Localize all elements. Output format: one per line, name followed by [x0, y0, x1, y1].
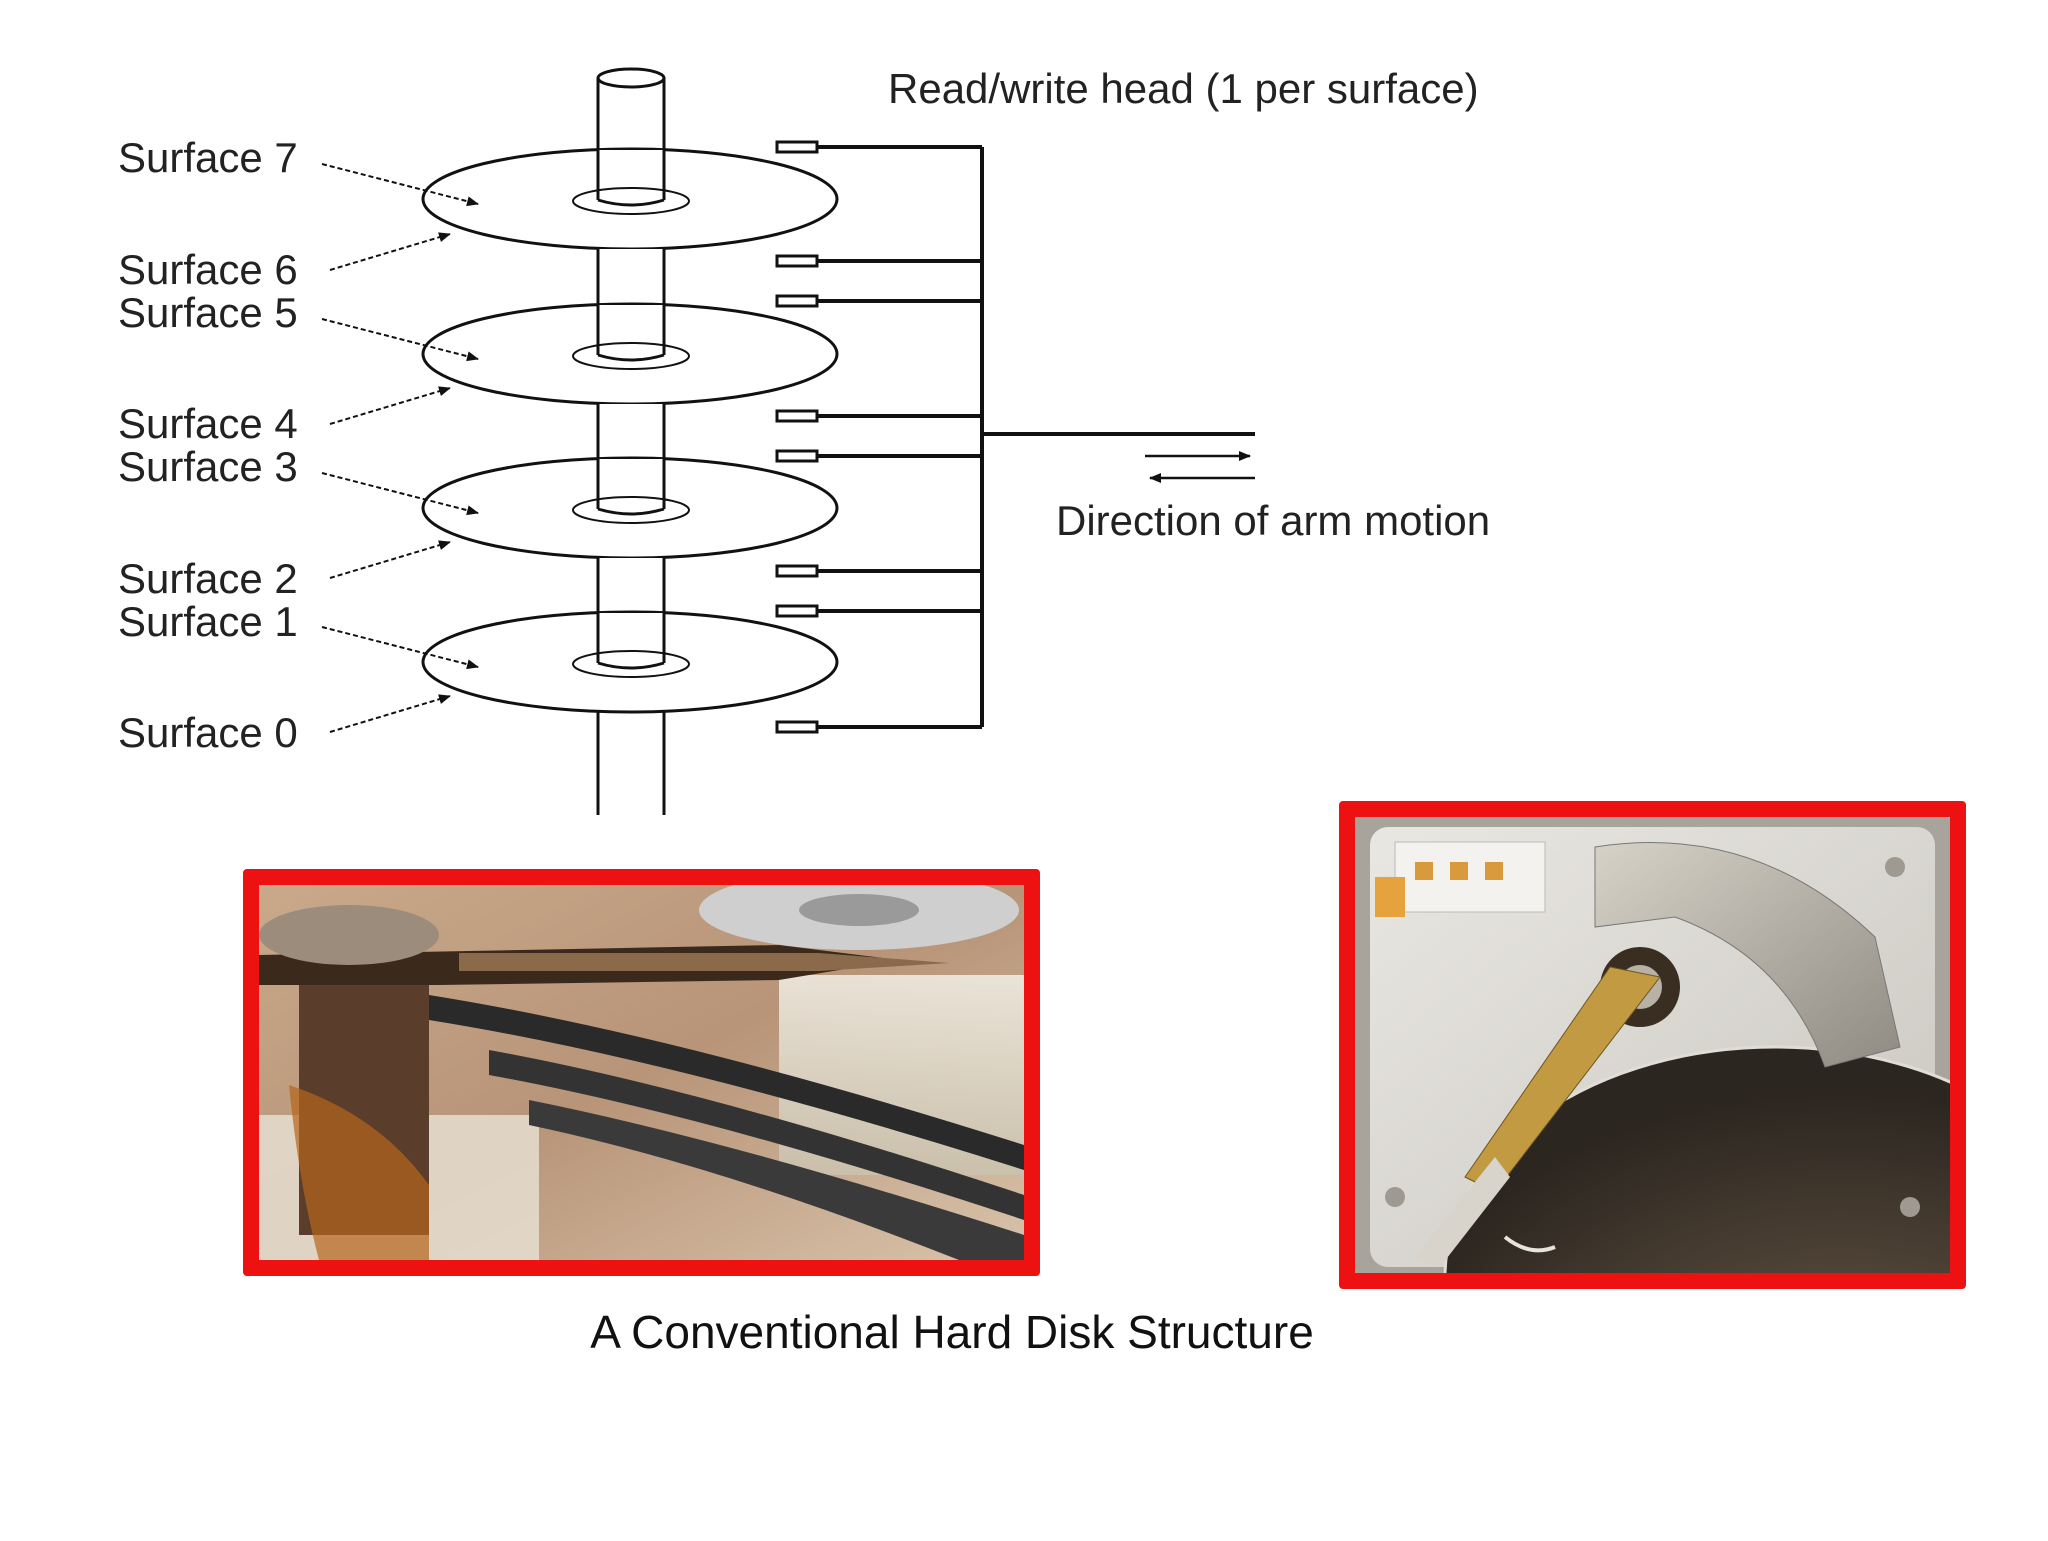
surface-5-label: Surface 5	[118, 289, 298, 336]
photo-platter-stack	[243, 869, 1040, 1276]
motion-label: Direction of arm motion	[1056, 497, 1490, 544]
surface-7-label: Surface 7	[118, 134, 298, 181]
surface-0-label: Surface 0	[118, 709, 298, 756]
surface-2-label: Surface 2	[118, 555, 298, 602]
photo-open-drive	[1339, 801, 1966, 1289]
arm-assembly	[775, 140, 1255, 734]
platter-bottom	[421, 558, 839, 714]
read-write-heads	[775, 140, 819, 734]
surface-1-label: Surface 1	[118, 598, 298, 645]
slide-caption: A Conventional Hard Disk Structure	[590, 1306, 1314, 1358]
surface-6-label: Surface 6	[118, 246, 298, 293]
motion-arrows	[1145, 451, 1255, 483]
surface-3-label: Surface 3	[118, 443, 298, 490]
head-arms	[817, 145, 982, 729]
open-drive-image	[1355, 817, 1950, 1273]
surface-4-label: Surface 4	[118, 400, 298, 447]
platter-top	[421, 147, 839, 251]
head-label: Read/write head (1 per surface)	[888, 65, 1479, 112]
surface-pointers	[321, 163, 479, 733]
platter-2	[421, 249, 839, 406]
platter-stack-image	[259, 885, 1024, 1260]
platter-3	[421, 404, 839, 560]
